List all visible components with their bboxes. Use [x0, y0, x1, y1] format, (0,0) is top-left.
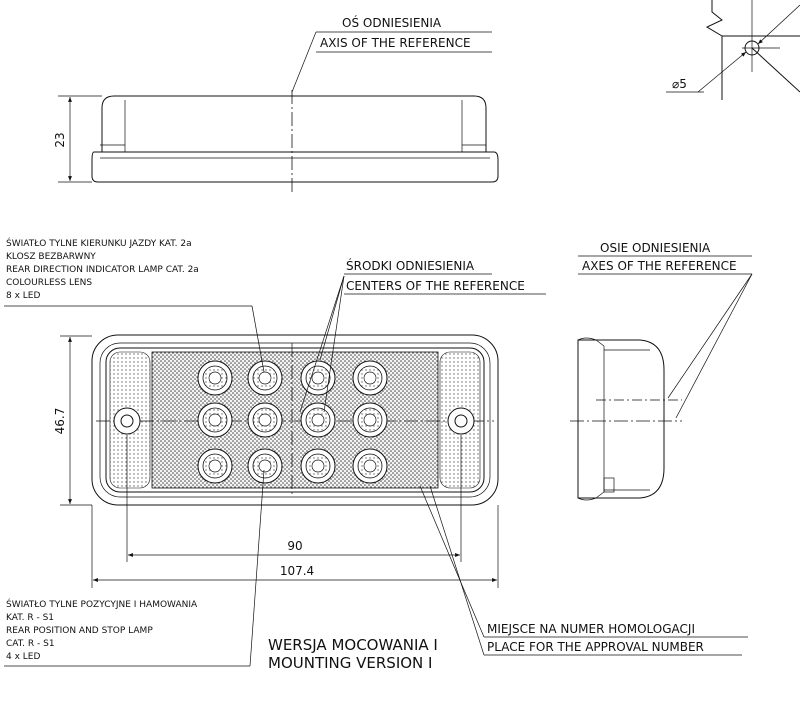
- front-dimensions: 46.7 90 107.4: [53, 335, 499, 588]
- mounting-version-en: MOUNTING VERSION I: [268, 654, 432, 672]
- axis-ref-en: AXIS OF THE REFERENCE: [320, 36, 471, 50]
- led-1: [197, 360, 233, 396]
- centers-ref-pl: ŚRODKI ODNIESIENIA: [346, 258, 475, 273]
- led-grid: [197, 360, 388, 484]
- approval-callout: MIEJSCE NA NUMER HOMOLOGACJI PLACE FOR T…: [419, 485, 748, 656]
- position-lamp-line3: REAR POSITION AND STOP LAMP: [6, 626, 153, 636]
- led-8: [352, 402, 388, 438]
- position-lamp-line5: 4 x LED: [6, 652, 40, 662]
- position-lamp-line4: CAT. R - S1: [6, 639, 55, 649]
- direction-lamp-line2: KLOSZ BEZBARWNY: [6, 252, 96, 262]
- direction-lamp-callout: ŚWIATŁO TYLNE KIERUNKU JAZDY KAT. 2a KLO…: [4, 237, 265, 373]
- approval-pl: MIEJSCE NA NUMER HOMOLOGACJI: [487, 622, 695, 636]
- axis-ref-callout: OŚ ODNIESIENIA AXIS OF THE REFERENCE: [291, 15, 492, 93]
- centers-ref-callout: ŚRODKI ODNIESIENIA CENTERS OF THE REFERE…: [299, 258, 546, 413]
- direction-lamp-line5: 8 x LED: [6, 291, 40, 301]
- led-10: [247, 448, 283, 484]
- top-view: 23: [53, 90, 499, 192]
- front-view: [91, 334, 499, 506]
- led-5: [197, 402, 233, 438]
- led-9: [197, 448, 233, 484]
- axes-ref-callout: OSIE ODNIESIENIA AXES OF THE REFERENCE: [578, 241, 753, 419]
- axes-ref-en: AXES OF THE REFERENCE: [582, 259, 737, 273]
- direction-lamp-line4: COLOURLESS LENS: [6, 278, 92, 288]
- led-12: [352, 448, 388, 484]
- position-lamp-callout: ŚWIATŁO TYLNE POZYCYJNE I HAMOWANIA KAT.…: [4, 469, 265, 667]
- direction-lamp-line1: ŚWIATŁO TYLNE KIERUNKU JAZDY KAT. 2a: [6, 237, 192, 249]
- led-6: [247, 402, 283, 438]
- direction-lamp-line3: REAR DIRECTION INDICATOR LAMP CAT. 2a: [6, 265, 199, 275]
- axis-ref-pl: OŚ ODNIESIENIA: [342, 15, 442, 30]
- mounting-hole-left: [113, 407, 141, 435]
- led-7: [300, 402, 336, 438]
- side-view: [570, 337, 682, 501]
- led-3: [300, 360, 336, 396]
- dim-width-outer: 107.4: [280, 564, 314, 578]
- mounting-hole-right: [447, 407, 475, 435]
- centers-ref-en: CENTERS OF THE REFERENCE: [346, 279, 525, 293]
- mounting-version-pl: WERSJA MOCOWANIA I: [268, 636, 438, 654]
- dim-height: 23: [53, 132, 67, 147]
- dim-depth: 46.7: [53, 408, 67, 435]
- detail-view: ⌀5: [666, 0, 800, 100]
- led-4: [352, 360, 388, 396]
- approval-en: PLACE FOR THE APPROVAL NUMBER: [487, 640, 704, 654]
- diameter-label: ⌀5: [672, 77, 687, 91]
- led-11: [300, 448, 336, 484]
- led-2: [247, 360, 283, 396]
- dim-width-inner: 90: [287, 539, 302, 553]
- position-lamp-line1: ŚWIATŁO TYLNE POZYCYJNE I HAMOWANIA: [6, 598, 198, 610]
- axes-ref-pl: OSIE ODNIESIENIA: [600, 241, 711, 255]
- position-lamp-line2: KAT. R - S1: [6, 613, 54, 623]
